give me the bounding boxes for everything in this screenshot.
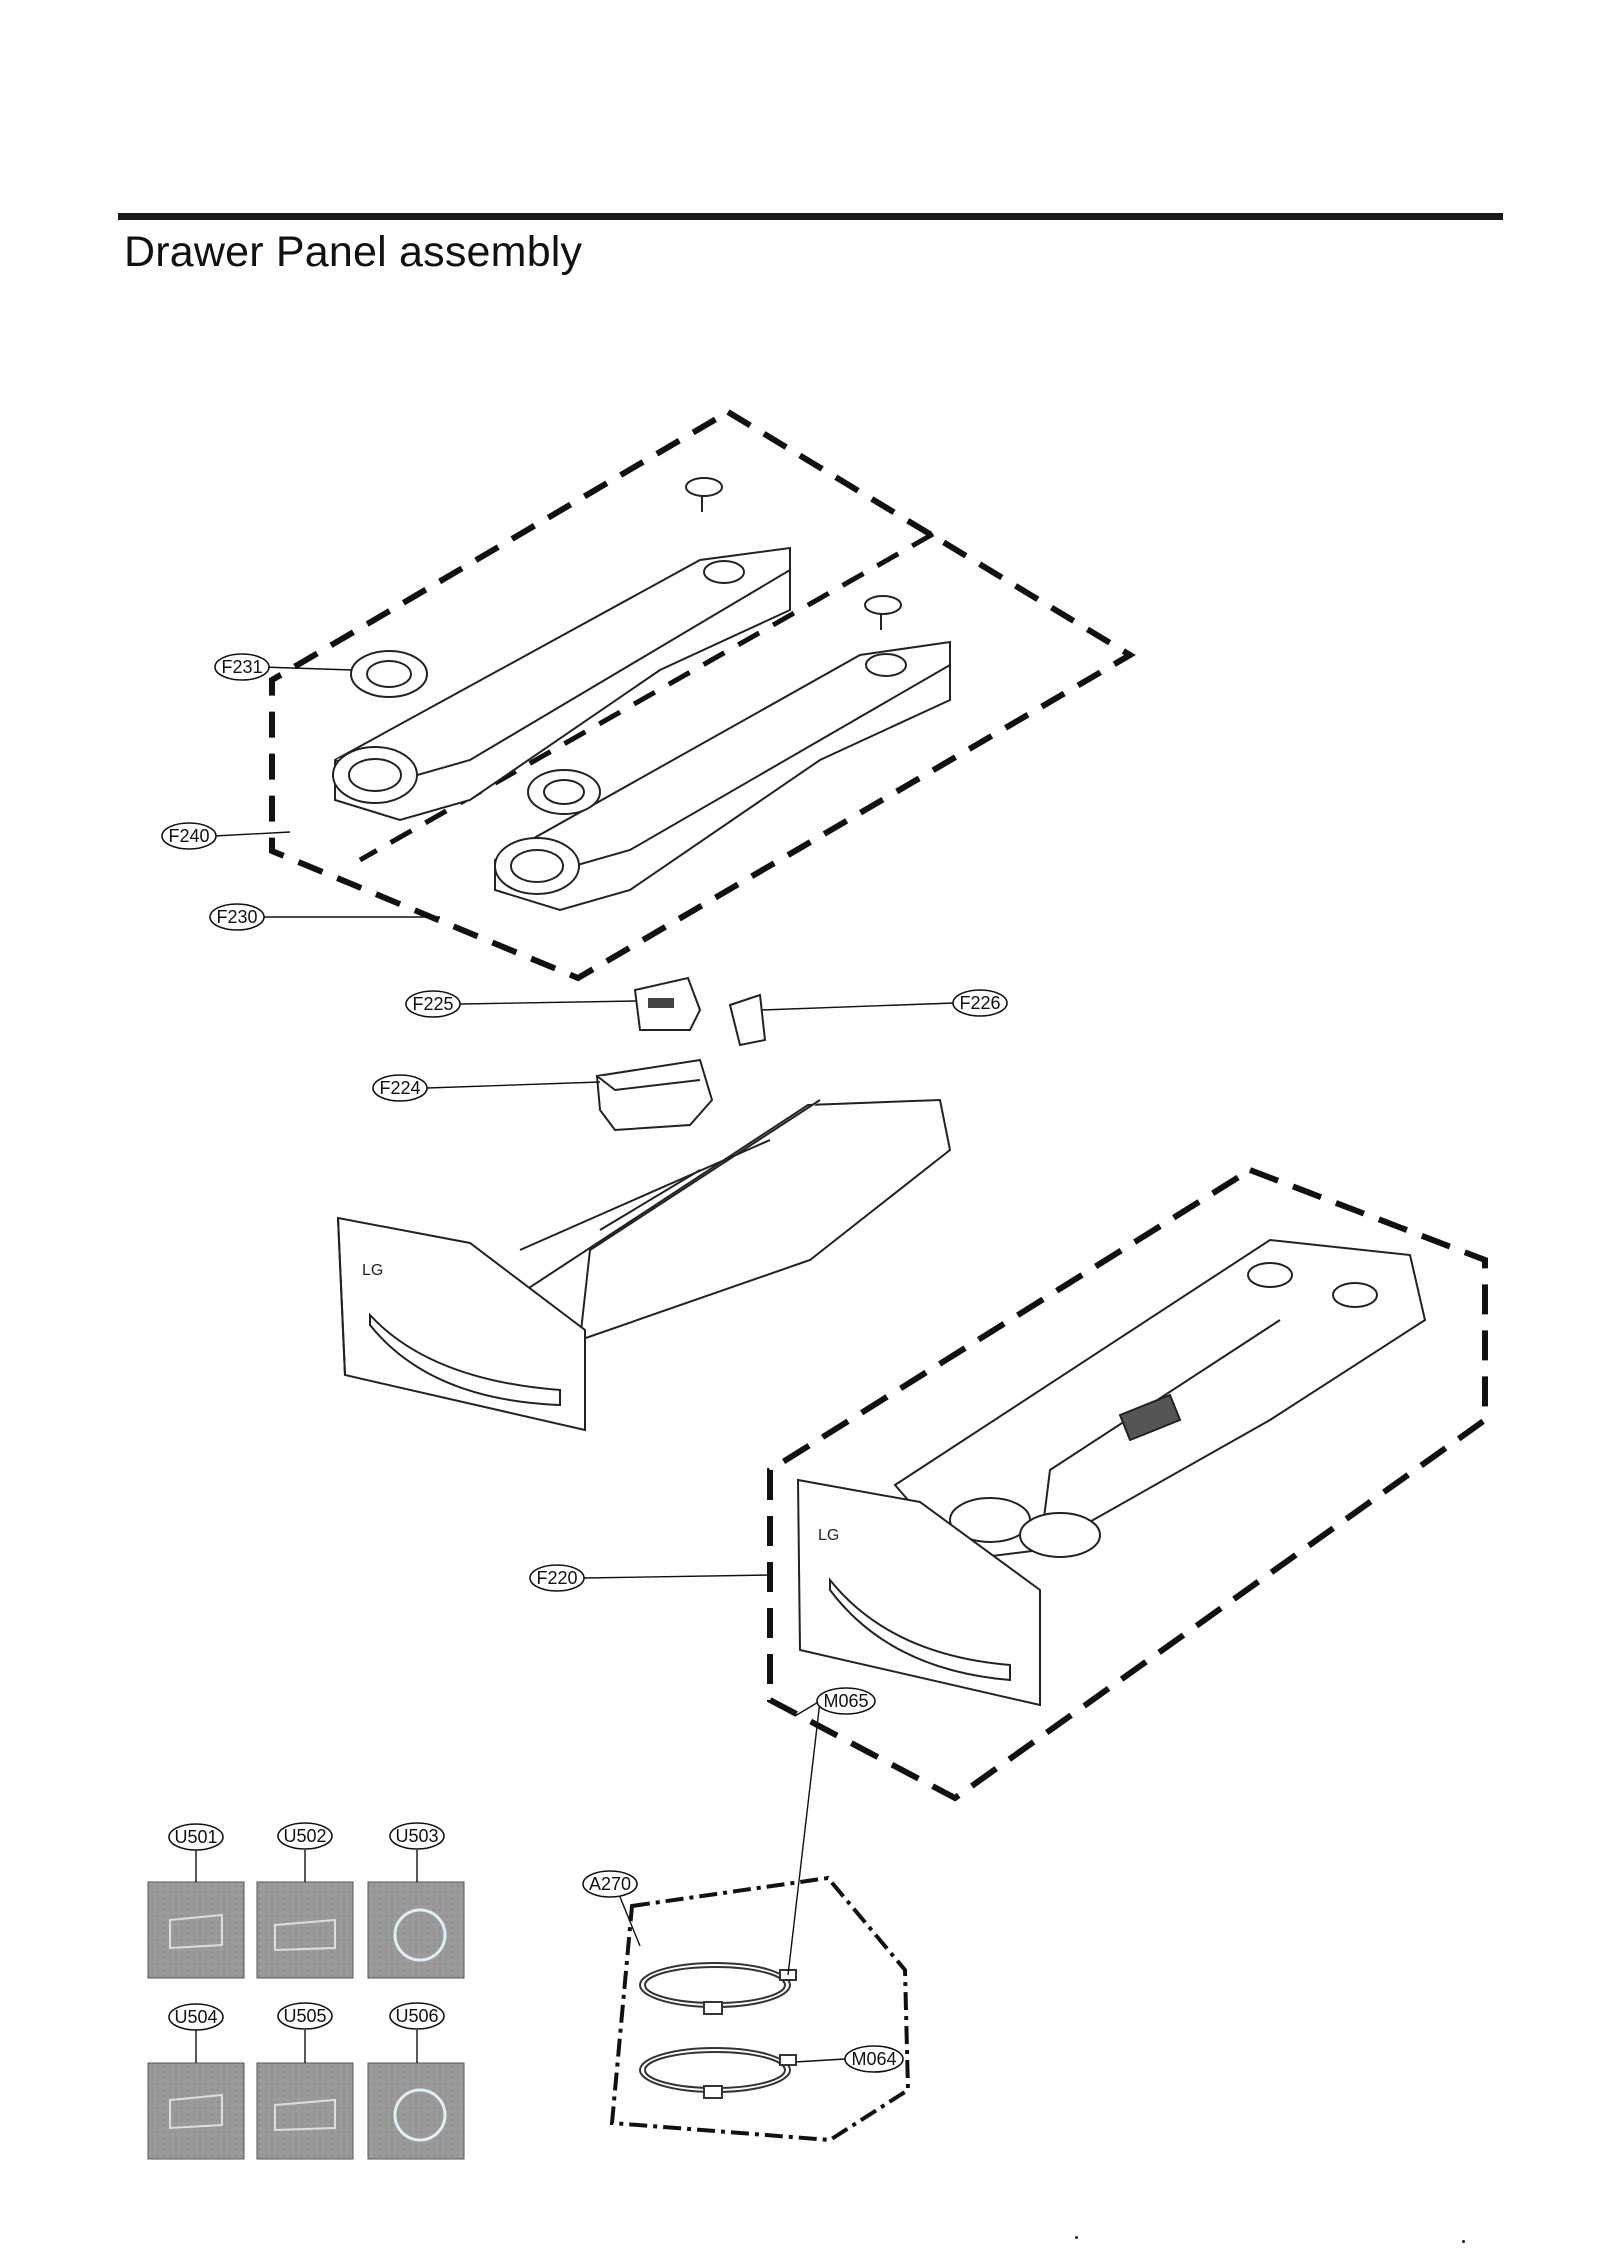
- leader-f224: [426, 1081, 601, 1089]
- svg-text:U502: U502: [283, 1826, 326, 1846]
- leader-m065-top: [794, 1700, 821, 1717]
- title-rule: [118, 213, 1503, 220]
- svg-text:F240: F240: [168, 826, 209, 846]
- svg-text:U501: U501: [174, 1827, 217, 1847]
- svg-text:A270: A270: [589, 1874, 631, 1894]
- a270-boundary: [609, 1875, 911, 2143]
- m065-hose-part: [639, 1962, 797, 2015]
- label-m064: M064: [844, 2045, 904, 2073]
- label-u506: U506: [389, 2002, 445, 2030]
- svg-text:LG: LG: [818, 1527, 839, 1544]
- u504-photo: [147, 2062, 245, 2160]
- accessory-photos: [147, 1881, 465, 2160]
- leader-f240: [213, 831, 291, 837]
- svg-text:F224: F224: [379, 1078, 420, 1098]
- u505-photo: [256, 2062, 354, 2160]
- svg-text:F231: F231: [221, 657, 262, 677]
- svg-text:M064: M064: [851, 2049, 896, 2069]
- label-u502: U502: [277, 1822, 333, 1850]
- label-u505: U505: [277, 2002, 333, 2030]
- leader-f220: [583, 1574, 771, 1579]
- svg-text:LG: LG: [362, 1262, 383, 1279]
- page-title: Drawer Panel assembly: [124, 228, 583, 276]
- u506-photo: [367, 2062, 465, 2160]
- f225-part: [633, 976, 702, 1031]
- f224-part: [595, 1058, 714, 1132]
- leader-f231: [261, 666, 353, 671]
- leader-a270: [619, 1896, 641, 1947]
- leader-m065: [787, 1700, 821, 1976]
- label-f220: F220: [529, 1564, 585, 1592]
- label-f231: F231: [214, 653, 270, 681]
- svg-text:M065: M065: [823, 1691, 868, 1711]
- f240-dispenser-part: [332, 546, 791, 822]
- svg-text:U504: U504: [174, 2007, 217, 2027]
- svg-text:U503: U503: [395, 1826, 438, 1846]
- f231-cap-part: [350, 650, 601, 815]
- stray-mark: [1462, 2240, 1465, 2243]
- leader-lines: [195, 666, 955, 2063]
- leader-f226: [761, 1002, 955, 1011]
- u501-photo: [147, 1881, 245, 1979]
- label-u503: U503: [389, 1822, 445, 1850]
- f240-boundary: [358, 531, 935, 863]
- u502-photo: [256, 1881, 354, 1979]
- label-a270: A270: [582, 1870, 638, 1898]
- stray-mark: [1075, 2236, 1078, 2239]
- leader-f225: [459, 1000, 637, 1005]
- m064-hose-part: [639, 2047, 797, 2099]
- f220-drawer-assembly: LG: [796, 1238, 1427, 1707]
- siphon-cap-parts: [685, 477, 902, 630]
- label-f225: F225: [405, 990, 461, 1018]
- svg-text:U505: U505: [283, 2006, 326, 2026]
- label-f224: F224: [372, 1074, 428, 1102]
- svg-text:F220: F220: [536, 1568, 577, 1588]
- f220-boundary: [767, 1166, 1488, 1802]
- svg-text:F225: F225: [412, 994, 453, 1014]
- drawer-front-panel: LG: [336, 1216, 586, 1432]
- leader-m064: [794, 2058, 846, 2063]
- f230-dispenser-part: [494, 640, 951, 912]
- label-m065: M065: [816, 1687, 876, 1715]
- f226-part: [728, 993, 767, 1047]
- svg-text:F226: F226: [959, 993, 1000, 1013]
- label-u504: U504: [168, 2003, 224, 2031]
- svg-text:F230: F230: [216, 907, 257, 927]
- label-f230: F230: [209, 903, 265, 931]
- label-f226: F226: [952, 989, 1008, 1017]
- label-u501: U501: [168, 1823, 224, 1851]
- label-f240: F240: [161, 822, 217, 850]
- svg-text:U506: U506: [395, 2006, 438, 2026]
- f230-boundary: [269, 408, 1136, 982]
- u503-photo: [367, 1881, 465, 1979]
- part-labels: F231 F240 F230 F225 F226 F224 F220 U501 …: [161, 653, 1008, 2073]
